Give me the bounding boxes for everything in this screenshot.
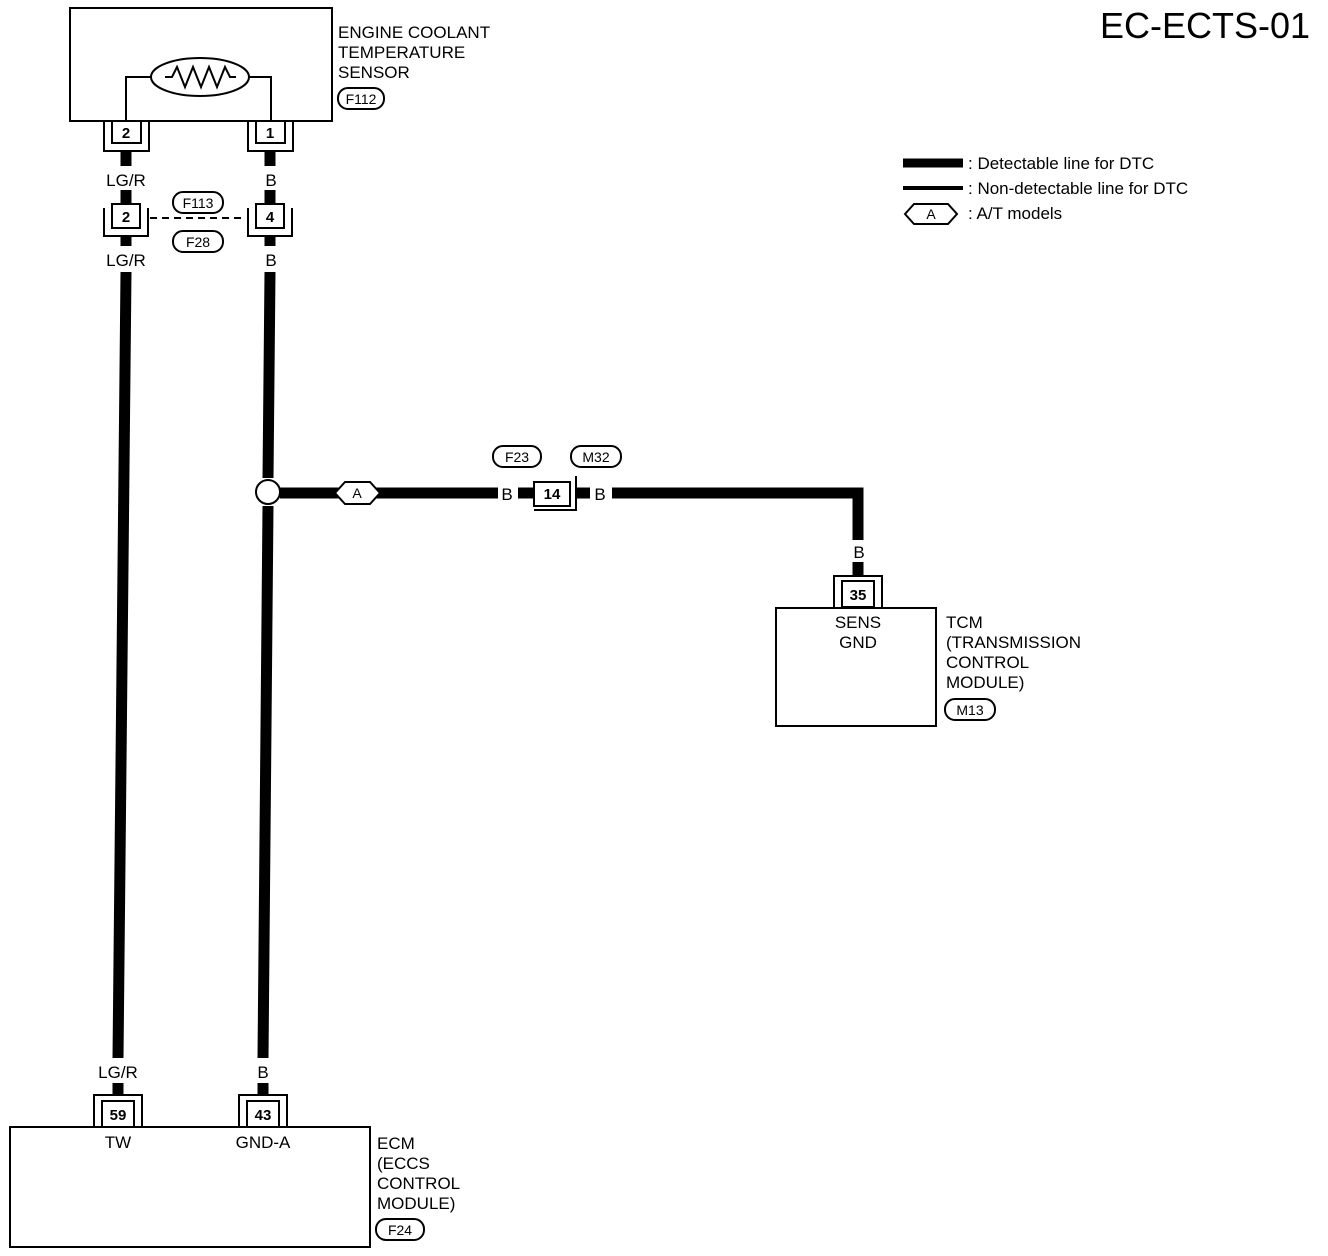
joint-code-bottom: F28	[186, 234, 210, 250]
tcm-connector-badge	[944, 698, 996, 721]
tcm-name-line4: MODULE)	[946, 673, 1024, 692]
legend-detectable-label: : Detectable line for DTC	[968, 154, 1154, 173]
ecm-pin-gnd-number: 43	[255, 1107, 272, 1124]
tcm-pin-box	[841, 580, 875, 608]
legend: : Detectable line for DTC : Non-detectab…	[903, 154, 1188, 225]
wire-label-b-1: B	[265, 171, 276, 190]
tcm-box	[775, 607, 937, 727]
wire-b-main-upper	[262, 271, 276, 479]
tcm-name-line1: TCM	[946, 613, 983, 632]
tcm-name-line2: (TRANSMISSION	[946, 633, 1081, 652]
ecm-terminal-gnd: GND-A	[236, 1133, 291, 1152]
ecm-pin-tw-box	[101, 1100, 135, 1128]
ecm-terminal-tw: TW	[105, 1133, 131, 1152]
wire-label-lgr-3: LG/R	[98, 1063, 138, 1082]
wire-label-b-2: B	[265, 251, 276, 270]
ecm: 59 43 TW GND-A ECM (ECCS CONTROL MODULE)…	[9, 1094, 460, 1248]
ecm-name-line1: ECM	[377, 1134, 415, 1153]
tcm-terminal-line1: SENS	[835, 613, 881, 632]
joint-pin-right-box	[255, 203, 285, 229]
sensor-name-line3: SENSOR	[338, 63, 410, 82]
wire-lgr-main	[112, 271, 132, 1059]
inline-code-left-badge	[492, 445, 542, 468]
ecm-connector-code: F24	[388, 1222, 412, 1238]
tcm-name-line3: CONTROL	[946, 653, 1029, 672]
inline-wire-label-left: B	[501, 485, 512, 504]
tcm-pin-number: 35	[850, 587, 867, 604]
legend-at-symbol-label: A	[926, 206, 936, 222]
at-option-symbol-label: A	[352, 485, 362, 501]
ecm-pin-gnd-box	[246, 1100, 280, 1128]
coolant-temp-sensor: ENGINE COOLANT TEMPERATURE SENSOR F112 2…	[69, 7, 490, 152]
wire-label-b-3: B	[257, 1063, 268, 1082]
inline-wire-label-right: B	[594, 485, 605, 504]
inline-code-right: M32	[582, 449, 609, 465]
inline-code-left: F23	[505, 449, 529, 465]
inline-connector: B 14 B F23 M32	[492, 445, 622, 511]
joint-code-top-badge	[172, 191, 224, 214]
sensor-connector-badge	[337, 87, 385, 110]
joint-connector: 2 4 F113 F28	[103, 191, 293, 253]
sensor-name-line2: TEMPERATURE	[338, 43, 465, 62]
joint-code-bottom-badge	[172, 230, 224, 253]
sensor-internal-wire-left	[125, 76, 152, 121]
wire-b-main-lower	[257, 505, 274, 1059]
legend-non-detectable-label: : Non-detectable line for DTC	[968, 179, 1188, 198]
diagram-id: EC-ECTS-01	[1100, 5, 1310, 46]
tcm-terminal-line2: GND	[839, 633, 877, 652]
sensor-pin-right-box	[255, 120, 286, 144]
ecm-name-line3: CONTROL	[377, 1174, 460, 1193]
ecm-box	[9, 1126, 371, 1248]
wire-label-lgr-2: LG/R	[106, 251, 146, 270]
resistor-zigzag-icon	[165, 64, 236, 90]
tcm-connector-code: M13	[956, 702, 983, 718]
joint-pin-left-number: 2	[122, 209, 130, 226]
splice-point	[255, 479, 281, 505]
ecm-pin-tw-number: 59	[110, 1107, 127, 1124]
inline-pin-box	[533, 481, 571, 507]
tcm-wire-label: B	[853, 543, 864, 562]
legend-at-models-label: : A/T models	[968, 204, 1062, 223]
sensor-internal-wire-right	[248, 76, 272, 121]
inline-pin-number: 14	[544, 486, 561, 503]
ecm-name-line2: (ECCS	[377, 1154, 430, 1173]
wire-label-lgr-1: LG/R	[106, 171, 146, 190]
sensor-pin-left-number: 2	[122, 125, 130, 142]
tcm: 35 SENS GND TCM (TRANSMISSION CONTROL MO…	[775, 575, 1081, 727]
joint-code-top: F113	[183, 195, 214, 211]
sensor-name-line1: ENGINE COOLANT	[338, 23, 490, 42]
joint-pin-right-number: 4	[266, 209, 275, 226]
wire-to-tcm	[612, 487, 864, 540]
joint-pin-left-box	[111, 203, 141, 229]
sensor-pin-left-box	[111, 120, 142, 144]
legend-at-symbol-icon	[903, 203, 959, 225]
ecm-connector-badge	[375, 1218, 425, 1241]
sensor-pin-right-number: 1	[266, 125, 274, 142]
inline-code-right-badge	[570, 445, 622, 468]
inline-pin-bracket	[534, 476, 577, 511]
sensor-connector-code: F112	[346, 91, 377, 107]
at-option-symbol-icon	[333, 481, 382, 505]
ecm-name-line4: MODULE)	[377, 1194, 455, 1213]
